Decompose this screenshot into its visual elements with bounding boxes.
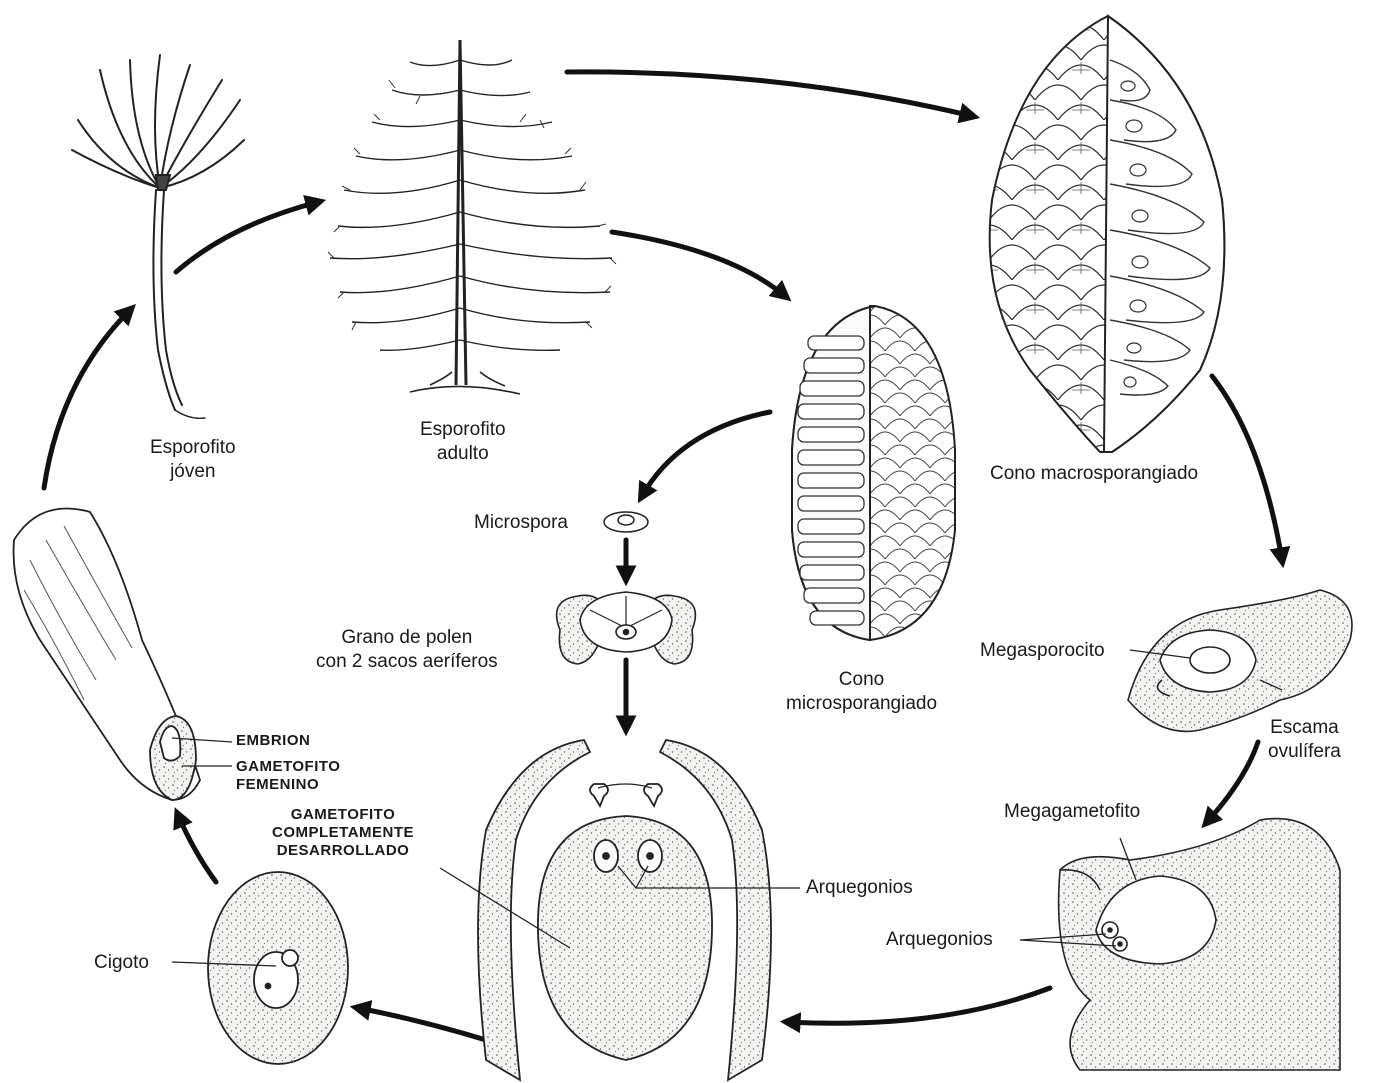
label-grano-polen-line2: con 2 sacos aeríferos [316, 650, 498, 674]
label-esporofito-adulto-line1: Esporofito [420, 418, 506, 442]
central-ovule-illustration [478, 740, 771, 1080]
label-megasporocito: Megasporocito [980, 639, 1105, 663]
label-esporofito-joven-line2: jóven [150, 460, 236, 484]
label-gametofito-completo: GAMETOFITO COMPLETAMENTE DESARROLLADO [272, 806, 414, 860]
label-cono-microsporangiado-line1: Cono [786, 668, 937, 692]
zygote-illustration [208, 872, 348, 1064]
label-cono-microsporangiado-line2: microsporangiado [786, 692, 937, 716]
label-gametofito-femenino: GAMETOFITO FEMENINO [236, 758, 340, 794]
seedling-illustration [72, 55, 244, 418]
arrow-joven-to-adulto [176, 202, 318, 272]
arrow-ovulo-to-cigoto [358, 1008, 486, 1040]
arrow-escama-to-megagametofito [1207, 742, 1258, 822]
macrosporangiate-cone-illustration [990, 16, 1225, 452]
arrow-macro-to-megasporocito [1212, 376, 1282, 560]
label-cono-microsporangiado: Cono microsporangiado [786, 668, 937, 716]
microsporangiate-cone-illustration [792, 306, 955, 640]
label-escama-ovulifera-line1: Escama [1268, 716, 1341, 740]
label-esporofito-adulto-line2: adulto [420, 442, 506, 466]
megasporocyte-illustration [1128, 590, 1352, 731]
label-embrion: EMBRION [236, 732, 310, 750]
label-escama-ovulifera: Escama ovulífera [1268, 716, 1341, 764]
label-esporofito-joven-line1: Esporofito [150, 436, 236, 460]
label-gametofito-completo-line3: DESARROLLADO [272, 842, 414, 860]
label-arquegonios-center: Arquegonios [806, 876, 913, 900]
label-esporofito-joven: Esporofito jóven [150, 436, 236, 484]
adult-tree-illustration [328, 40, 616, 394]
label-esporofito-adulto: Esporofito adulto [420, 418, 506, 466]
label-cigoto: Cigoto [94, 951, 149, 975]
label-grano-polen: Grano de polen con 2 sacos aeríferos [316, 626, 498, 674]
label-arquegonios-right: Arquegonios [886, 928, 993, 952]
label-cono-macrosporangiado: Cono macrosporangiado [990, 462, 1198, 486]
label-escama-ovulifera-line2: ovulífera [1268, 740, 1341, 764]
label-grano-polen-line1: Grano de polen [316, 626, 498, 650]
microspore-illustration [604, 512, 648, 532]
arrow-megagameto-to-ovulo [788, 988, 1050, 1023]
arrow-micro-to-microspora [642, 412, 770, 496]
label-gametofito-femenino-line1: GAMETOFITO [236, 758, 340, 776]
label-gametofito-completo-line2: COMPLETAMENTE [272, 824, 414, 842]
arrow-adulto-to-micro [612, 232, 785, 296]
label-microspora: Microspora [474, 511, 568, 535]
pollen-grain-illustration [557, 592, 696, 664]
label-megagametofito: Megagametofito [1004, 800, 1140, 824]
label-gametofito-femenino-line2: FEMENINO [236, 776, 340, 794]
arrow-adulto-to-macro [567, 72, 972, 116]
arrow-semilla-to-joven [44, 310, 130, 488]
seed-illustration [14, 509, 200, 801]
label-gametofito-completo-line1: GAMETOFITO [272, 806, 414, 824]
megagametophyte-illustration [1059, 819, 1340, 1070]
arrow-cigoto-to-semilla [178, 815, 216, 882]
